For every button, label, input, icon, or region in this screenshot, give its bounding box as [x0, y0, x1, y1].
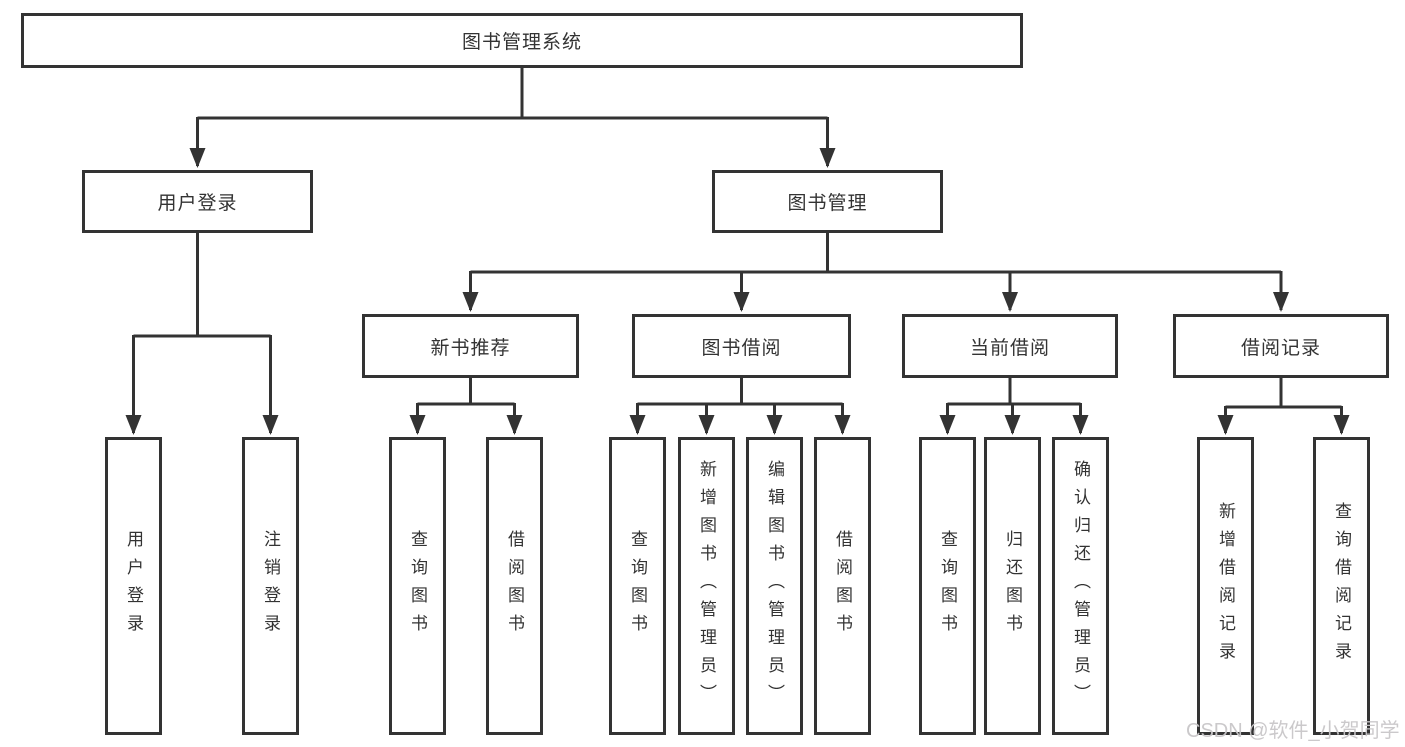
node-leaf-query-borrow-record: 查询借阅记录: [1313, 437, 1370, 735]
node-label: 图书管理系统: [461, 32, 582, 53]
node-label: 新增借阅记录: [1216, 502, 1235, 670]
node-label: 借阅图书: [505, 530, 524, 642]
node-label: 图书借阅: [701, 337, 782, 359]
node-leaf-borrow-books-borrowing: 借阅图书: [814, 437, 871, 735]
node-leaf-edit-books-admin: 编辑图书（管理员）: [746, 437, 803, 735]
node-book-management: 图书管理: [712, 170, 943, 233]
node-label: 查询图书: [628, 530, 647, 642]
node-new-book-recommendation: 新书推荐: [362, 314, 579, 378]
node-label: 图书管理: [787, 193, 868, 214]
node-borrowing-records: 借阅记录: [1173, 314, 1389, 378]
node-label: 借阅记录: [1240, 337, 1321, 359]
node-leaf-confirm-return-admin: 确认归还（管理员）: [1052, 437, 1109, 735]
node-label: 查询图书: [408, 530, 427, 642]
node-label: 注销登录: [261, 530, 280, 642]
node-label: 归还图书: [1003, 530, 1022, 642]
node-label: 编辑图书（管理员）: [765, 460, 784, 712]
node-user-login: 用户登录: [82, 170, 313, 233]
node-label: 新增图书（管理员）: [697, 460, 716, 712]
node-book-borrowing: 图书借阅: [632, 314, 851, 378]
node-leaf-borrow-books-recommend: 借阅图书: [486, 437, 543, 735]
node-leaf-user-login: 用户登录: [105, 437, 162, 735]
node-leaf-return-books: 归还图书: [984, 437, 1041, 735]
node-label: 新书推荐: [430, 337, 511, 359]
node-leaf-query-books-current: 查询图书: [919, 437, 976, 735]
node-leaf-query-books-recommend: 查询图书: [389, 437, 446, 735]
node-leaf-logout: 注销登录: [242, 437, 299, 735]
node-label: 用户登录: [157, 193, 238, 214]
node-leaf-add-borrow-record: 新增借阅记录: [1197, 437, 1254, 735]
node-label: 借阅图书: [833, 530, 852, 642]
node-label: 查询图书: [938, 530, 957, 642]
csdn-watermark: CSDN @软件_小贺同学: [1186, 720, 1400, 742]
node-label: 当前借阅: [969, 337, 1050, 359]
node-leaf-query-books-borrowing: 查询图书: [609, 437, 666, 735]
node-label: 确认归还（管理员）: [1071, 460, 1090, 712]
node-leaf-add-books-admin: 新增图书（管理员）: [678, 437, 735, 735]
node-label: 用户登录: [124, 530, 143, 642]
node-library-management-system: 图书管理系统: [21, 13, 1023, 68]
node-current-borrowing: 当前借阅: [902, 314, 1118, 378]
node-label: 查询借阅记录: [1332, 502, 1351, 670]
